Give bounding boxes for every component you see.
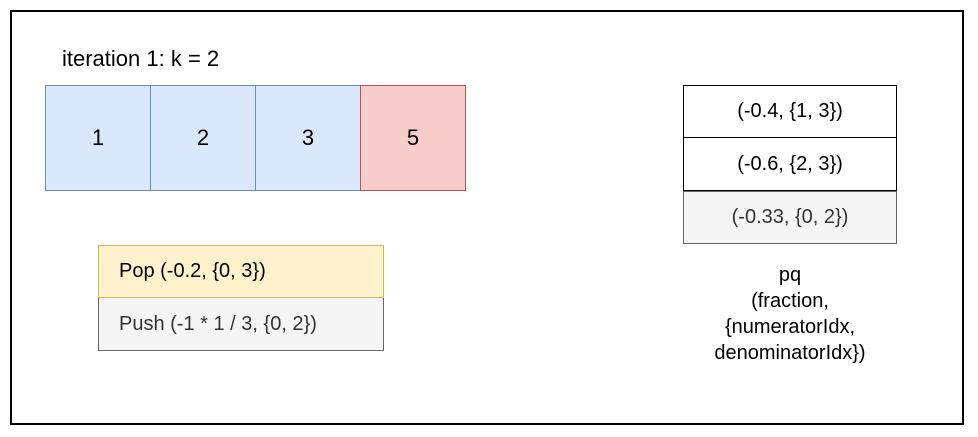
operations-box: Pop (-0.2, {0, 3}) Push (-1 * 1 / 3, {0,…: [98, 245, 384, 351]
pq-caption-line-1: pq: [778, 264, 802, 286]
pq-item-3-new: (-0.33, {0, 2}): [683, 191, 897, 244]
push-operation: Push (-1 * 1 / 3, {0, 2}): [98, 298, 384, 351]
pop-operation: Pop (-0.2, {0, 3}): [98, 245, 384, 298]
array-cell-4-highlighted: 5: [360, 85, 466, 191]
number-array: 1 2 3 5: [45, 85, 466, 191]
pq-item-1: (-0.4, {1, 3}): [683, 85, 897, 138]
pq-caption-line-3: {numeratorIdx,: [724, 316, 856, 338]
priority-queue: (-0.4, {1, 3}) (-0.6, {2, 3}) (-0.33, {0…: [683, 85, 897, 244]
pq-caption-line-2: (fraction,: [751, 290, 829, 312]
pq-item-2: (-0.6, {2, 3}): [683, 138, 897, 191]
array-cell-2: 2: [150, 85, 256, 191]
array-cell-1: 1: [45, 85, 151, 191]
iteration-title: iteration 1: k = 2: [62, 46, 220, 71]
pq-caption-line-4: denominatorIdx}): [714, 342, 866, 364]
array-cell-3: 3: [255, 85, 361, 191]
pq-caption: pq (fraction, {numeratorIdx, denominator…: [690, 262, 890, 366]
